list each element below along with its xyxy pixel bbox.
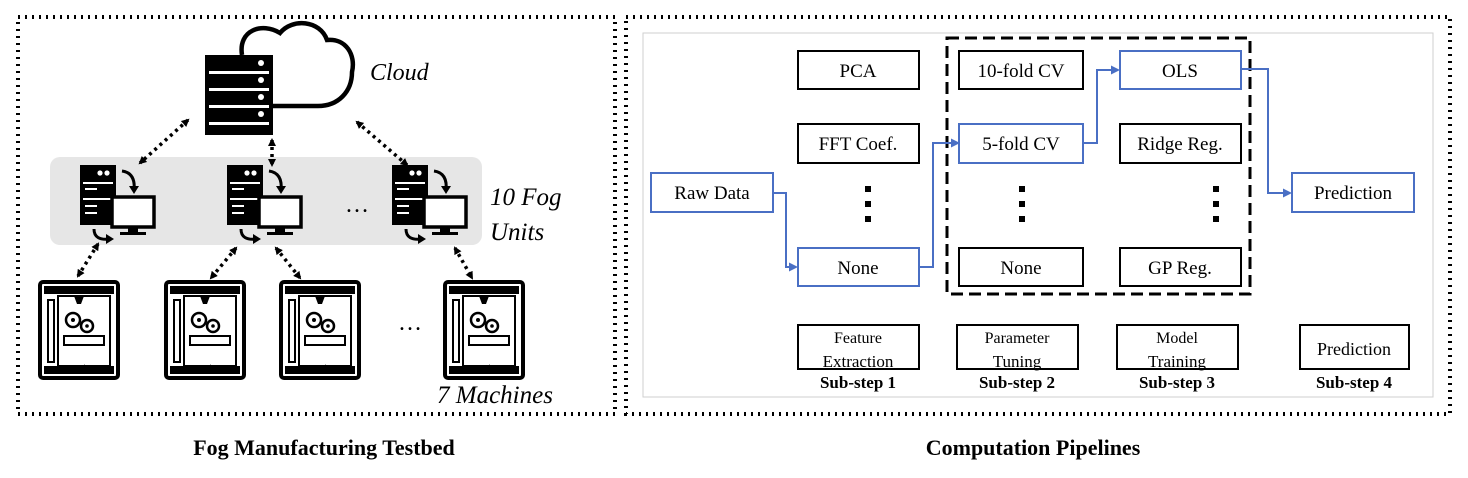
svg-text:Sub-step 3: Sub-step 3 <box>1139 373 1215 392</box>
printer-captions: 3D Printer 3D Printer 3D Printer 3D Prin… <box>66 365 503 372</box>
3d-printer-icon <box>38 280 525 380</box>
svg-text:Training: Training <box>1148 352 1206 371</box>
pipeline-boxes <box>650 50 1415 287</box>
label-raw-data: Raw Data <box>674 183 750 204</box>
fog-ellipsis: … <box>345 192 369 218</box>
box-ols <box>1119 50 1242 90</box>
left-panel: Cloud … 10 Fog Units 3D Printe <box>16 15 617 460</box>
vertical-ellipsis <box>865 186 1219 222</box>
right-panel-frame <box>624 15 1452 416</box>
fog-printer-arrows <box>76 242 474 280</box>
substep-labels: Sub-step 1 Sub-step 2 Sub-step 3 Sub-ste… <box>820 373 1393 392</box>
svg-text:Sub-step 1: Sub-step 1 <box>820 373 896 392</box>
box-pca <box>797 50 920 90</box>
printer-ellipsis: … <box>398 310 422 336</box>
fog-units-label-2: Units <box>490 219 544 246</box>
svg-text:Parameter: Parameter <box>985 330 1051 347</box>
box-5fold-cv <box>958 123 1084 164</box>
label-5fold-cv: 5-fold CV <box>982 134 1060 155</box>
svg-text:3D Printer: 3D Printer <box>66 365 98 372</box>
label-none-2: None <box>1000 258 1041 279</box>
box-none-2 <box>958 247 1084 287</box>
svg-text:Sub-step 4: Sub-step 4 <box>1316 373 1393 392</box>
box-raw-data <box>650 172 774 213</box>
server-icon <box>205 55 273 135</box>
svg-text:Tuning: Tuning <box>993 352 1042 371</box>
label-prediction: Prediction <box>1314 183 1393 204</box>
cloud-icon <box>239 20 356 109</box>
label-gp: GP Reg. <box>1148 258 1212 279</box>
label-10fold-cv: 10-fold CV <box>977 61 1064 82</box>
svg-text:Sub-step 2: Sub-step 2 <box>979 373 1055 392</box>
box-prediction <box>1291 172 1415 213</box>
box-none-1 <box>797 247 920 287</box>
selected-pipeline-path <box>773 65 1292 272</box>
fog-units-label-1: 10 Fog <box>490 184 562 211</box>
svg-text:3D Printer: 3D Printer <box>192 365 224 372</box>
substep-legend <box>797 324 1410 370</box>
tuning-training-region <box>945 36 1252 296</box>
svg-text:Model: Model <box>1156 330 1198 347</box>
machines-label: 7 Machines <box>437 382 553 409</box>
label-pca: PCA <box>840 61 877 82</box>
box-10fold-cv <box>958 50 1084 90</box>
box-gp <box>1119 247 1242 287</box>
svg-text:Prediction: Prediction <box>1317 339 1391 359</box>
right-panel-title: Computation Pipelines <box>926 435 1141 460</box>
left-panel-title: Fog Manufacturing Testbed <box>193 435 455 460</box>
cloud-label: Cloud <box>370 60 430 86</box>
label-none-1: None <box>837 258 878 279</box>
label-ridge: Ridge Reg. <box>1137 134 1223 155</box>
svg-text:3D Printer: 3D Printer <box>307 365 339 372</box>
box-ridge <box>1119 123 1242 164</box>
svg-text:3D Printer: 3D Printer <box>471 365 503 372</box>
pipeline-box-labels: Raw Data PCA FFT Coef. None 10-fold CV 5… <box>674 61 1392 279</box>
label-fft: FFT Coef. <box>819 134 898 155</box>
box-fft <box>797 123 920 164</box>
svg-text:Feature: Feature <box>834 330 882 347</box>
substep-legend-text: Feature Extraction Parameter Tuning Mode… <box>823 330 1391 371</box>
svg-text:Extraction: Extraction <box>823 352 894 371</box>
right-panel: Raw Data PCA FFT Coef. None 10-fold CV 5… <box>624 15 1452 460</box>
label-ols: OLS <box>1162 61 1198 82</box>
